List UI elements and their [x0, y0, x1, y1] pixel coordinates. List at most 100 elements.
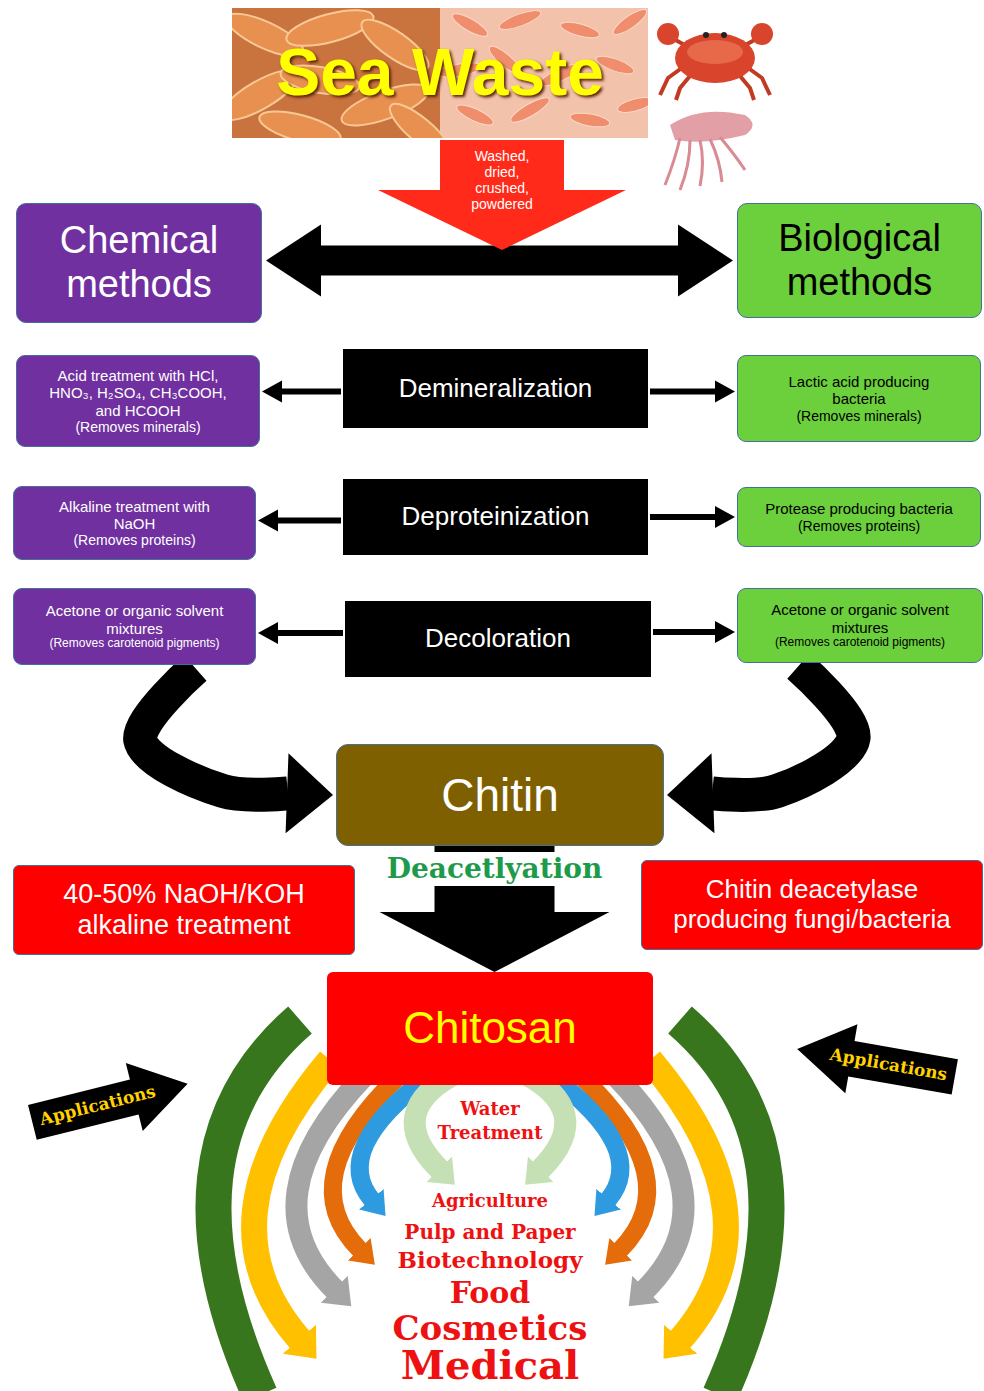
arrow-head — [667, 753, 714, 833]
box-text: Biological methods — [746, 217, 973, 304]
product-box: Chitosan — [327, 972, 653, 1085]
arrow-shape — [378, 140, 626, 250]
stage-box: Decoloration — [345, 601, 651, 677]
application-label: Water Treatment — [430, 1097, 550, 1146]
arrow-shape — [24, 1050, 196, 1157]
flow-arrow — [258, 510, 341, 532]
flow-arrow — [667, 666, 854, 833]
arrow-head — [715, 381, 735, 403]
arrow-head — [715, 621, 735, 643]
arrow-shaft — [140, 668, 288, 795]
arrow-shaft — [653, 629, 716, 635]
application-label: Biotechnology — [340, 1247, 640, 1272]
label-holder: Pulp and Paper — [340, 1221, 640, 1243]
applications-arrow: Applications — [24, 1050, 196, 1157]
arrow-shaft — [277, 518, 341, 524]
arrow-head — [715, 506, 735, 528]
applications-arrow: Applications — [791, 1015, 961, 1112]
label-holder: Biotechnology — [340, 1247, 640, 1272]
label-holder: Water Treatment — [430, 1097, 550, 1146]
application-label: Agriculture — [340, 1191, 640, 1211]
box-note: (Removes carotenoid pigments) — [49, 637, 219, 651]
arrow-head — [258, 622, 278, 644]
label-holder: Food — [340, 1276, 640, 1309]
chemical-step-box: Acetone or organic solvent mixtures(Remo… — [13, 588, 256, 665]
flow-arrow — [653, 621, 735, 643]
arrow-shaft — [712, 666, 854, 795]
method-box: Chemical methods — [16, 203, 262, 323]
step-arrow: Washed, dried, crushed, powdered — [378, 140, 626, 250]
chemical-step-box: Alkaline treatment with NaOH(Removes pro… — [13, 486, 256, 560]
box-text: Deproteinization — [402, 502, 590, 532]
arrow-shaft — [650, 514, 716, 520]
arrow-head — [380, 912, 610, 972]
box-text: Decoloration — [425, 624, 571, 654]
krill-shapes — [437, 8, 648, 129]
method-box: Biological methods — [737, 203, 982, 318]
node-outline — [791, 1015, 961, 1112]
label-holder: Agriculture — [340, 1191, 640, 1211]
flow-arrow — [262, 381, 341, 403]
box-text: Chitin — [441, 769, 559, 822]
box-note: (Removes proteins) — [73, 532, 195, 548]
seafood-photo — [232, 8, 648, 138]
squid-picture — [665, 112, 753, 190]
label-holder: Medical — [340, 1343, 640, 1387]
box-text: Acetone or organic solvent mixtures — [22, 602, 247, 637]
box-note: (Removes minerals) — [796, 408, 921, 424]
arc-band — [518, 1070, 565, 1170]
arrow-shaft — [650, 389, 716, 395]
box-text: Demineralization — [399, 374, 593, 404]
biological-step-box: Acetone or organic solvent mixtures(Remo… — [737, 588, 983, 663]
box-text: 40-50% NaOH/KOH alkaline treatment — [22, 879, 346, 941]
application-label: Pulp and Paper — [340, 1221, 640, 1243]
box-text: Chitin deacetylase producing fungi/bacte… — [662, 875, 962, 935]
chemical-step-box: Acid treatment with HCl, HNO₃, H₂SO₄, CH… — [16, 355, 260, 447]
box-text: Lactic acid producing bacteria — [766, 373, 952, 408]
edge-label: Deacetlyation — [381, 852, 609, 886]
box-text: Alkaline treatment with NaOH — [44, 498, 225, 533]
flow-arrow — [650, 506, 735, 528]
title-band: Sea Waste — [232, 8, 648, 138]
arrow-shaft — [281, 389, 341, 395]
box-text: Chitosan — [403, 1003, 577, 1054]
arrow-shape — [791, 1015, 961, 1112]
box-note: (Removes proteins) — [798, 518, 920, 534]
box-note: (Removes carotenoid pigments) — [775, 636, 945, 650]
biological-step-box: Lactic acid producing bacteria(Removes m… — [737, 355, 981, 442]
application-label: Food — [340, 1276, 640, 1309]
box-text: Applications — [828, 1045, 948, 1085]
flow-arrow — [258, 622, 343, 644]
arrow-shaft — [320, 246, 679, 276]
edge-label-holder: Deacetlyation — [295, 852, 695, 886]
deacetylation-method-box: 40-50% NaOH/KOH alkaline treatment — [13, 865, 355, 955]
product-box: Chitin — [336, 744, 664, 846]
arrow-head — [678, 225, 733, 297]
flow-arrow — [140, 668, 333, 833]
arrow-head — [286, 753, 333, 833]
crab-picture — [657, 23, 773, 100]
application-arcs — [213, 1020, 766, 1391]
biological-step-box: Protease producing bacteria(Removes prot… — [737, 487, 981, 547]
label-holder: Cosmetics — [340, 1310, 640, 1347]
application-label: Medical — [340, 1343, 640, 1387]
stage-box: Demineralization — [343, 349, 648, 428]
flow-arrow — [380, 846, 610, 972]
arrow-head — [258, 510, 278, 532]
deacetylation-method-box: Chitin deacetylase producing fungi/bacte… — [641, 860, 983, 950]
node-outline — [378, 140, 626, 250]
box-text: Applications — [38, 1082, 158, 1130]
flow-arrow — [650, 381, 735, 403]
box-note: (Removes minerals) — [75, 419, 200, 435]
arrow-shaft — [435, 846, 555, 913]
box-text: Acetone or organic solvent mixtures — [746, 601, 974, 636]
arrow-shaft — [277, 630, 343, 636]
arrow-head — [266, 225, 321, 297]
arrow-head — [262, 381, 282, 403]
application-label: Cosmetics — [340, 1310, 640, 1347]
flow-arrow — [266, 225, 733, 297]
